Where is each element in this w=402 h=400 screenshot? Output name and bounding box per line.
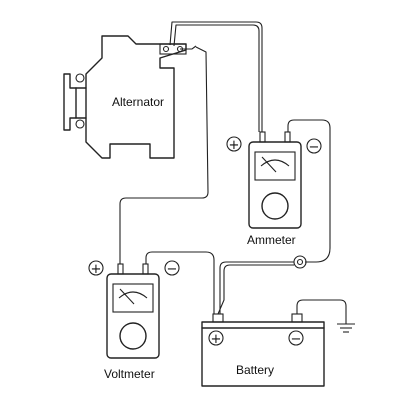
wires bbox=[119, 21, 347, 315]
ammeter-dial bbox=[254, 151, 296, 181]
ground-icon bbox=[337, 314, 355, 333]
voltmeter-plus-sign: + bbox=[91, 262, 102, 277]
battery-plus-sign: + bbox=[211, 332, 222, 347]
ammeter-plus-sign: + bbox=[229, 138, 240, 153]
ammeter-needle bbox=[261, 156, 277, 173]
alternator-clip bbox=[180, 45, 197, 50]
alternator-bolt-top bbox=[75, 73, 85, 83]
alternator-pulley bbox=[63, 73, 87, 131]
voltmeter-post-positive bbox=[117, 263, 124, 275]
wire-ring-to-battery-positive bbox=[219, 261, 294, 314]
ammeter-minus-marker bbox=[306, 138, 322, 154]
voltmeter-dial bbox=[112, 283, 154, 313]
battery-plus-marker bbox=[208, 330, 224, 346]
ammeter-scale bbox=[260, 159, 290, 167]
voltmeter-case bbox=[106, 273, 160, 359]
ammeter-case bbox=[248, 141, 302, 229]
voltmeter: Voltmeter + − bbox=[88, 260, 180, 381]
alternator-label: Alternator bbox=[112, 95, 164, 109]
ammeter-knob bbox=[261, 192, 289, 220]
battery: + − Battery bbox=[201, 313, 325, 387]
battery-minus-marker bbox=[288, 330, 304, 346]
wire-battery-to-ground bbox=[296, 299, 347, 314]
alternator-terminal-1 bbox=[162, 45, 170, 53]
battery-post-positive bbox=[212, 313, 224, 323]
battery-case bbox=[201, 321, 325, 387]
voltmeter-minus-marker bbox=[164, 260, 180, 276]
voltmeter-label: Voltmeter bbox=[104, 367, 155, 381]
ammeter-plus-marker bbox=[226, 136, 242, 152]
ammeter-post-negative bbox=[284, 131, 291, 143]
ammeter: Ammeter + − bbox=[226, 131, 322, 247]
ammeter-minus-sign: − bbox=[309, 140, 320, 155]
voltmeter-scale bbox=[118, 291, 148, 299]
ring-connector-inner bbox=[296, 258, 304, 266]
battery-label: Battery bbox=[236, 363, 274, 377]
wire-ring-to-battery-positive-2 bbox=[217, 264, 294, 315]
alternator-bolt-bottom bbox=[75, 119, 85, 129]
voltmeter-needle bbox=[119, 288, 135, 305]
voltmeter-plus-marker bbox=[88, 260, 104, 276]
voltmeter-knob bbox=[119, 322, 147, 350]
voltmeter-post-negative bbox=[142, 263, 149, 275]
battery-post-negative bbox=[291, 313, 303, 323]
ammeter-label: Ammeter bbox=[247, 233, 296, 247]
ring-connector bbox=[293, 255, 307, 269]
wire-alternator-to-ammeter bbox=[169, 21, 263, 132]
wire-alternator-to-voltmeter bbox=[119, 46, 209, 264]
alternator: Alternator bbox=[63, 35, 197, 159]
wire-alternator-to-ammeter-2 bbox=[173, 24, 260, 132]
battery-minus-sign: − bbox=[291, 332, 302, 347]
wire-ammeter-negative bbox=[287, 119, 331, 263]
wire-voltmeter-negative-to-battery bbox=[145, 251, 215, 314]
voltmeter-minus-sign: − bbox=[167, 262, 178, 277]
ammeter-post-positive bbox=[259, 131, 266, 143]
